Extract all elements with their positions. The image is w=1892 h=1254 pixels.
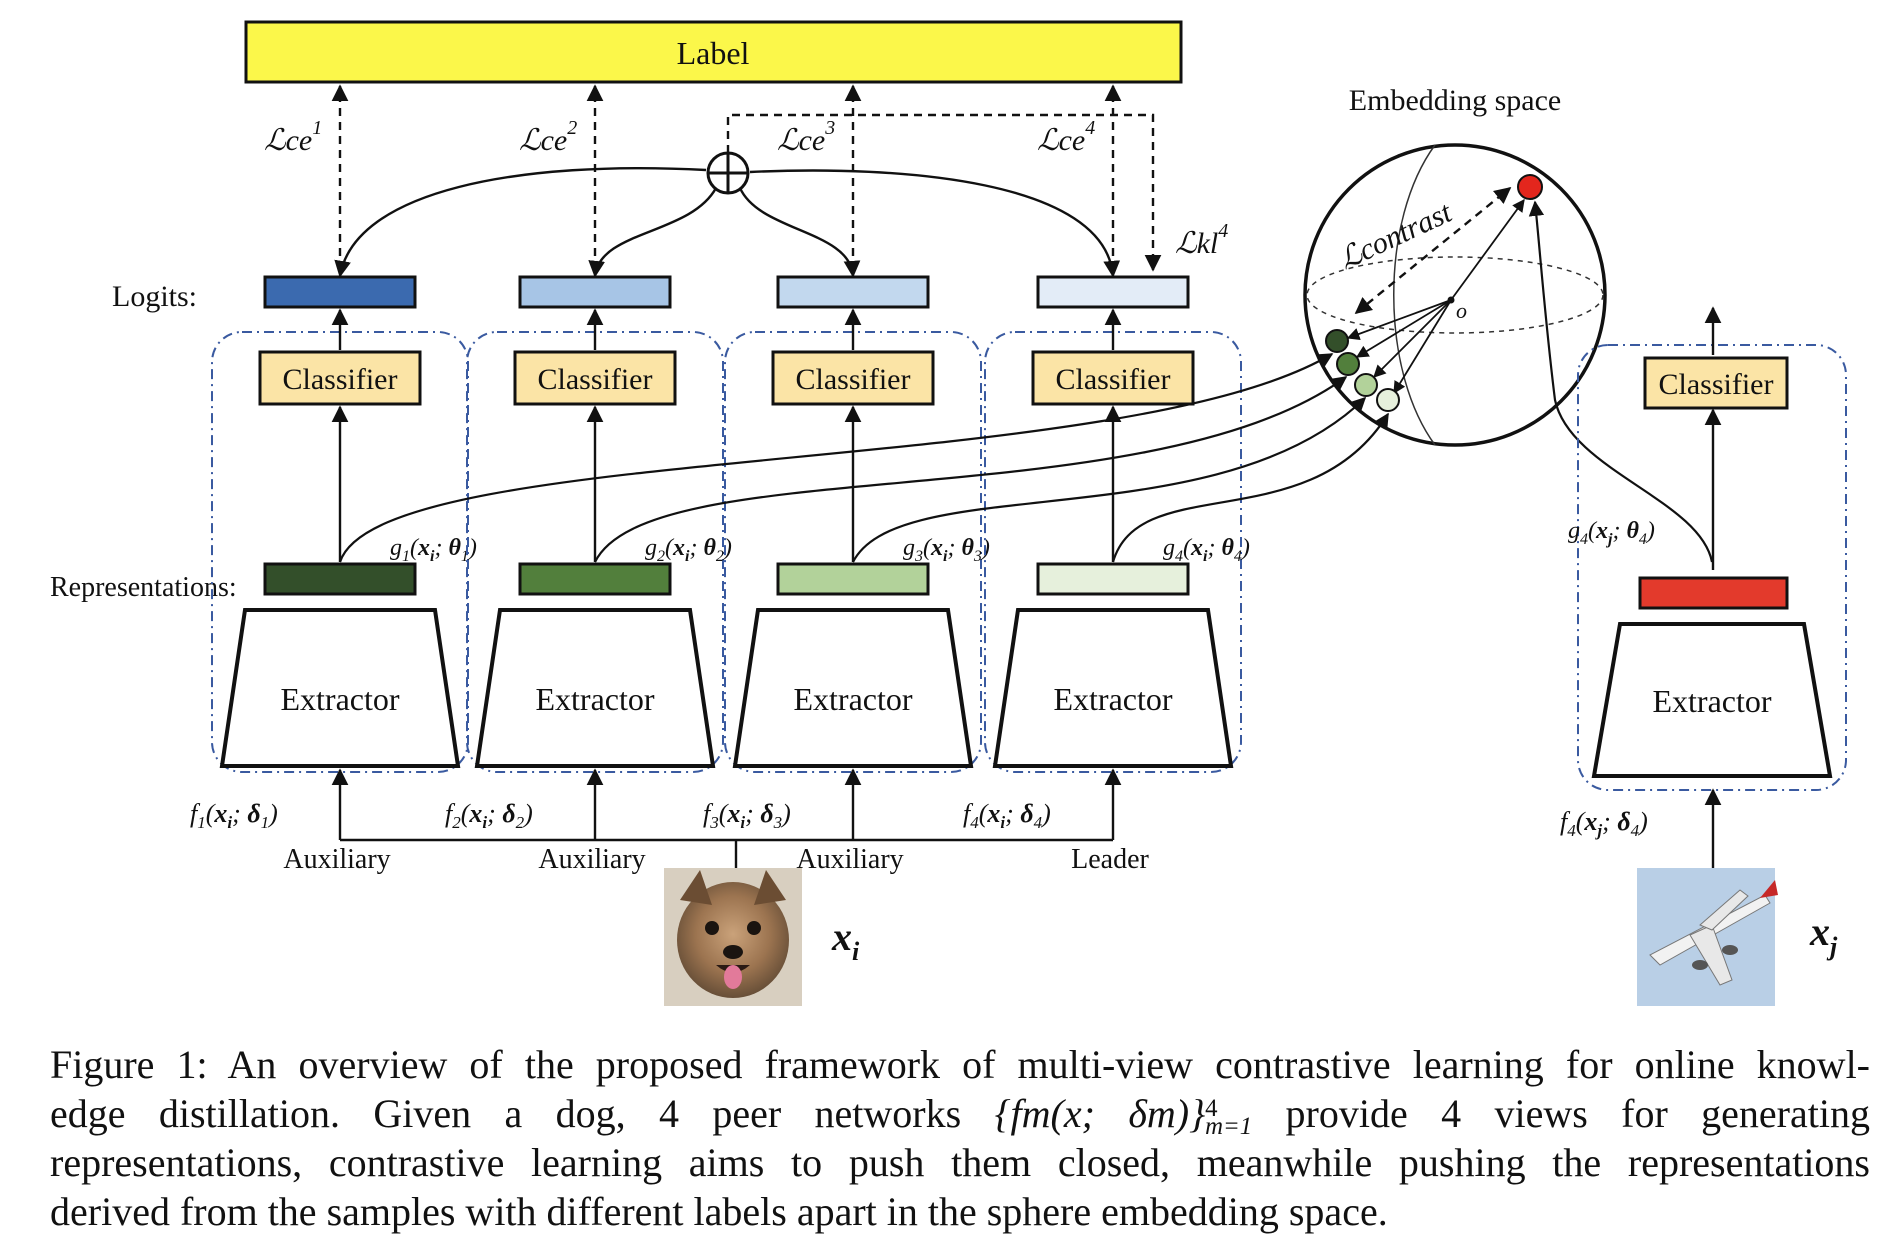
negative-branch: Classifier g4(xj; θ4) Extractor f4(xj; δ… [1560,306,1847,872]
kl-arrow [726,113,1162,272]
classifier-right [1643,356,1789,410]
representation-right [1638,576,1789,610]
ensemble-arrows [334,166,1121,278]
logits-3 [776,275,930,309]
f-label-1: f1(xi; δ1) [190,799,278,832]
loss-ce-label-4: ℒce4 [1037,117,1095,157]
logits-4 [1036,275,1190,309]
classifier-1 [258,350,422,406]
classifier-3 [771,350,935,406]
extractor-right [1591,622,1833,778]
input-routing [340,838,1113,870]
role-label-2: Auxiliary [538,844,645,875]
caption-line-1: Figure 1: An overview of the proposed fr… [50,1042,1870,1087]
f-label-2: f2(xi; δ2) [445,799,533,832]
extractor-2 [474,608,716,768]
representation-2 [518,562,672,596]
classifier-right-label: Classifier [1659,368,1774,401]
caption-line-4: derived from the samples with different … [50,1189,1388,1234]
g-right-label: g4(xj; θ4) [1568,518,1655,548]
caption-line-3: representations, contrastive learning ai… [50,1140,1870,1185]
f-label-4: f4(xi; δ4) [963,799,1051,832]
xj-label: xj [1809,909,1838,961]
projection-arrows [338,200,1714,563]
f-label-3: f3(xi; δ3) [703,799,791,832]
role-label-1: Auxiliary [283,844,390,875]
loss-ce-label-3: ℒce3 [777,117,835,157]
dog-image [664,868,802,1006]
classifier-4 [1031,350,1195,406]
g-label-2: g2(xi; θ2) [645,535,732,565]
extractor-1 [219,608,461,768]
framework-diagram: Label Logits: Representations: ℒce1Class… [50,20,1847,1006]
role-label-4: Leader [1071,844,1149,875]
loss-ce-label-1: ℒce1 [264,117,322,157]
extractor-label-1: Extractor [280,681,399,717]
logits-row-label: Logits: [112,280,197,313]
representation-4 [1036,562,1190,596]
extractor-3 [732,608,974,768]
label-bar [244,20,1183,84]
loss-ce-label-2: ℒce2 [519,117,577,157]
classifier-label-1: Classifier [283,363,398,396]
embed-point-2 [1336,352,1360,376]
airplane-image [1637,868,1778,1006]
embedding-sphere: o ℒcontrast [1303,143,1607,447]
loss-kl-label: ℒkl4 [1175,220,1228,260]
origin-label: o [1456,298,1467,323]
g-label-3: g3(xi; θ3) [903,535,990,565]
representation-1 [263,562,417,596]
classifier-label-3: Classifier [796,363,911,396]
representations-row-label: Representations: [50,572,237,603]
role-label-3: Auxiliary [796,844,903,875]
ensemble-sum-node [706,151,750,195]
label-text: Label [677,35,750,71]
g-label-4: g4(xi; θ4) [1163,535,1250,565]
f-right-label: f4(xj; δ4) [1560,807,1648,840]
embed-point-negative [1517,174,1543,200]
embedding-space-title: Embedding space [1349,84,1561,117]
xi-label: xi [831,914,860,966]
embed-point-3 [1354,373,1378,397]
classifier-label-4: Classifier [1056,363,1171,396]
extractor-4 [992,608,1234,768]
classifier-label-2: Classifier [538,363,653,396]
extractor-label-3: Extractor [793,681,912,717]
extractor-right-label: Extractor [1652,683,1771,719]
logits-1 [263,275,417,309]
logits-2 [518,275,672,309]
extractor-label-2: Extractor [535,681,654,717]
extractor-label-4: Extractor [1053,681,1172,717]
classifier-2 [513,350,677,406]
embed-point-4 [1376,388,1400,412]
embed-point-1 [1325,329,1349,353]
representation-3 [776,562,930,596]
g-label-1: g1(xi; θ1) [390,535,477,565]
figure-caption: Figure 1: An overview of the proposed fr… [50,1040,1870,1236]
caption-line-2: edge distillation. Given a dog, 4 peer n… [50,1091,1870,1140]
